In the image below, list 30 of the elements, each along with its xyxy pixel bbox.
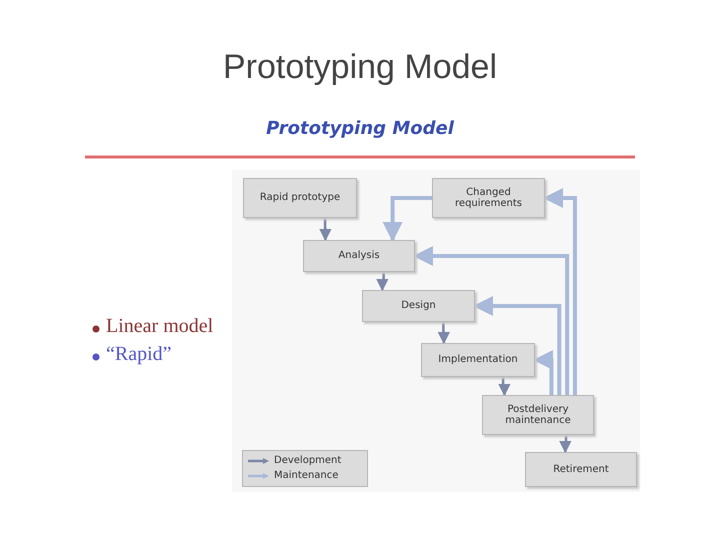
arrow [543, 188, 577, 395]
process-box [432, 178, 545, 218]
process-box [243, 178, 357, 218]
arrow [498, 377, 511, 396]
process-box [525, 452, 637, 487]
arrow [438, 322, 450, 344]
legend-label: Development [274, 455, 342, 466]
box-label: Retirement [553, 464, 609, 476]
arrow [376, 272, 389, 292]
arrow [413, 246, 570, 395]
arrow [559, 435, 572, 454]
arrow [382, 196, 432, 242]
box-label: Analysis [338, 250, 380, 262]
box-label: Rapid prototype [260, 192, 340, 204]
arrow [473, 296, 562, 395]
legend-label: Maintenance [274, 470, 338, 481]
arrow [319, 218, 332, 242]
box-label: Implementation [438, 354, 518, 366]
arrow [533, 350, 554, 395]
process-box [482, 395, 594, 435]
process-box [362, 290, 475, 322]
bullet-text: Linear model [106, 315, 214, 338]
process-box [303, 240, 415, 272]
process-box [421, 343, 535, 377]
slide-title: Prototyping Model [222, 48, 498, 87]
bullet-text: “Rapid” [106, 343, 173, 366]
figure-title: Prototyping Model [265, 118, 455, 139]
box-label: Design [401, 300, 436, 312]
box-label: Changed requirements [454, 186, 523, 210]
box-label: Postdelivery maintenance [504, 404, 572, 426]
